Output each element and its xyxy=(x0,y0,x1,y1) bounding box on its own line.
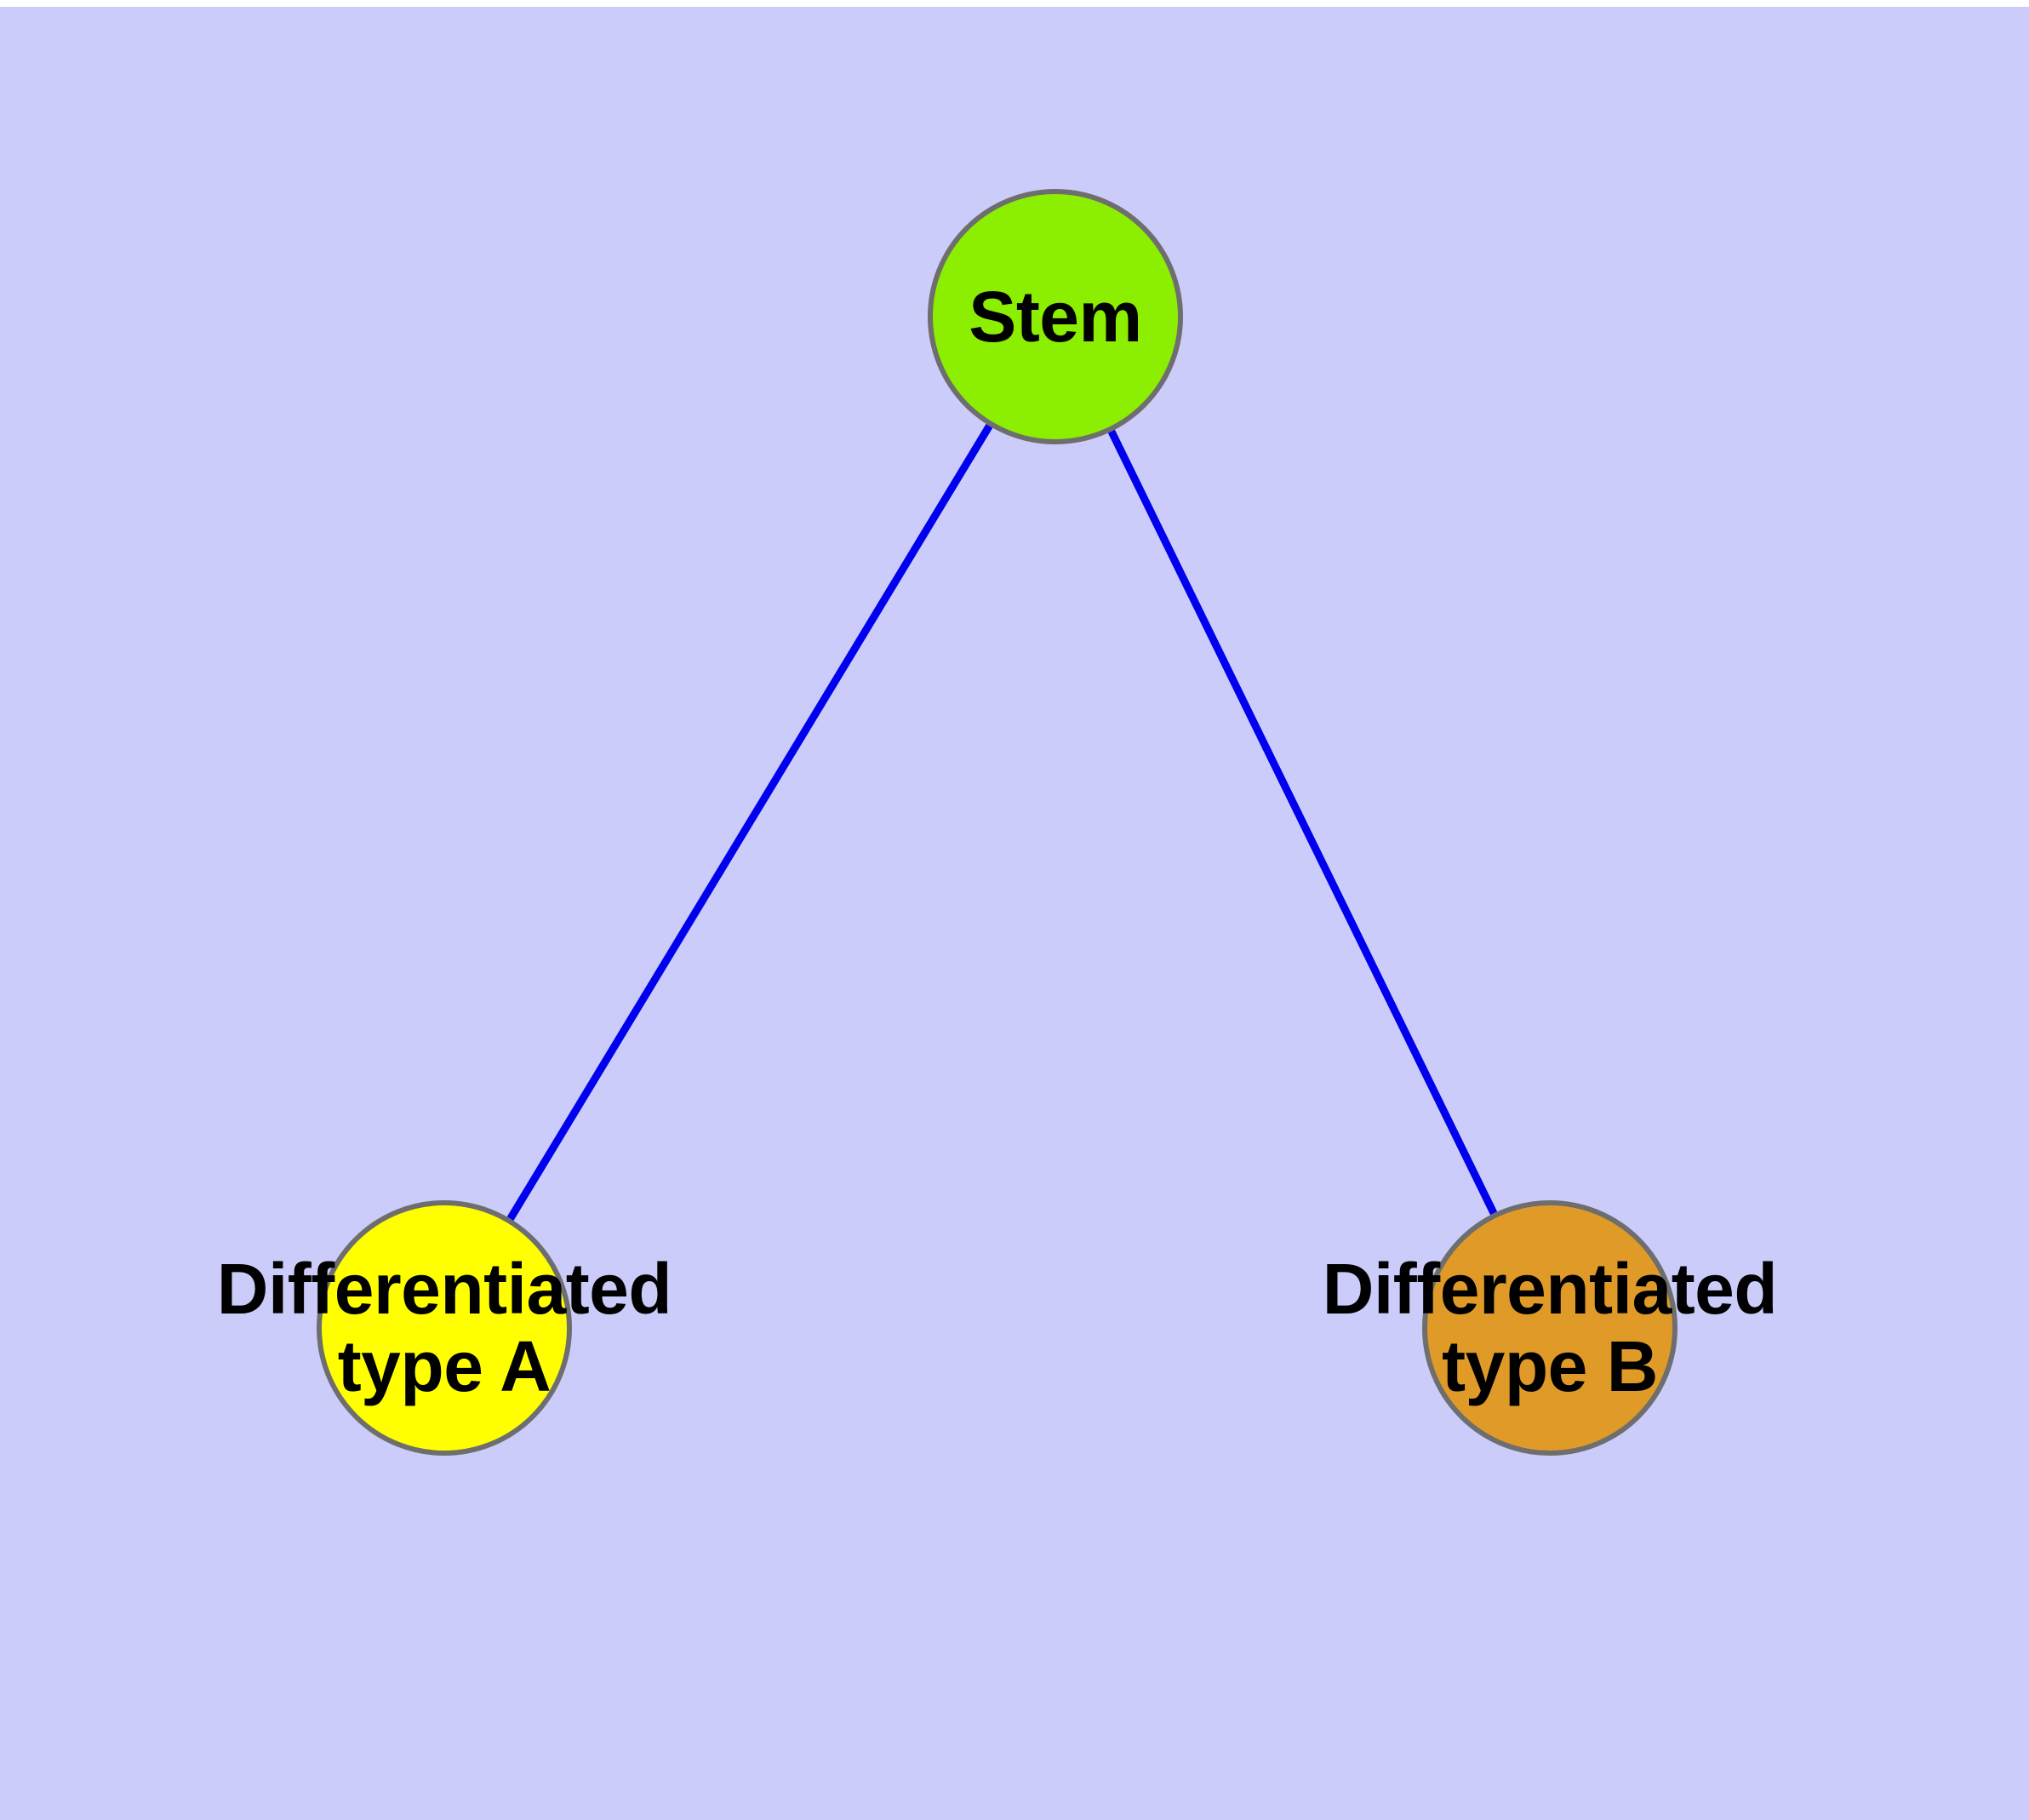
edge-stem-to-diff-a xyxy=(506,424,993,1221)
node-diff-a-label-line-1: type A xyxy=(337,1326,552,1406)
node-diff-b[interactable]: Differentiated type B xyxy=(1252,1192,1848,1464)
edge-stem-to-diff-b xyxy=(1107,429,1498,1216)
node-stem-label-line-0: Stem xyxy=(969,276,1142,357)
node-diff-a-label-line-0: Differentiated xyxy=(216,1249,672,1330)
node-diff-b-circle[interactable] xyxy=(1422,1200,1677,1456)
edges-group xyxy=(506,424,1498,1221)
node-diff-a[interactable]: Differentiated type A xyxy=(146,1192,742,1464)
node-diff-b-label-line-0: Differentiated xyxy=(1322,1249,1778,1330)
node-diff-b-label-line-1: type B xyxy=(1442,1326,1658,1406)
node-diff-a-circle[interactable] xyxy=(317,1200,572,1456)
node-diff-a-label: Differentiated type A xyxy=(217,1251,672,1405)
node-stem[interactable]: Stem xyxy=(919,180,1192,453)
node-stem-label: Stem xyxy=(969,276,1142,357)
node-diff-b-label: Differentiated type B xyxy=(1322,1249,1778,1406)
node-stem-circle[interactable] xyxy=(928,189,1183,444)
